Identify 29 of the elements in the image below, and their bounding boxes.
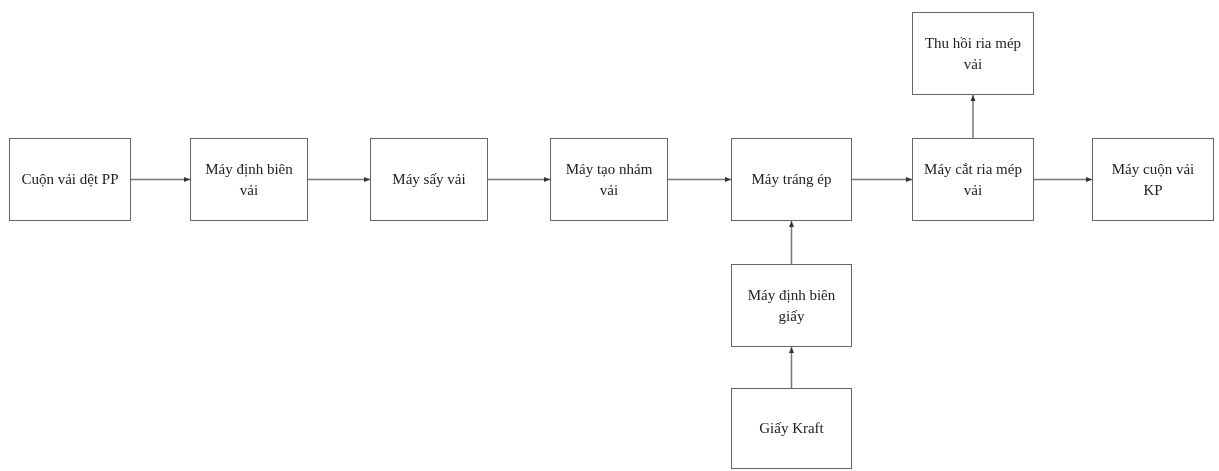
process-box xyxy=(550,138,668,221)
process-box xyxy=(731,388,852,469)
process-box xyxy=(731,138,852,221)
arrow xyxy=(487,177,551,182)
process-box xyxy=(912,138,1034,221)
arrow xyxy=(1033,177,1093,182)
arrow xyxy=(130,177,191,182)
box-label: Máy định biên giấy xyxy=(746,285,837,326)
process-box xyxy=(9,138,131,221)
box-label: Máy cắt ria mép vải xyxy=(923,159,1023,200)
process-box xyxy=(1092,138,1214,221)
arrow xyxy=(789,346,794,389)
box-label: Máy tráng ép xyxy=(751,170,832,189)
box-label: Máy tạo nhám vải xyxy=(564,159,654,200)
box-label: Thu hồi ria mép vải xyxy=(923,33,1023,74)
process-box xyxy=(190,138,308,221)
process-box xyxy=(370,138,488,221)
process-box xyxy=(912,12,1034,95)
arrow xyxy=(970,94,976,139)
box-label: Giấy Kraft xyxy=(759,419,824,438)
box-label: Máy sấy vải xyxy=(392,170,466,189)
process-box xyxy=(731,264,852,347)
box-label: Cuộn vải dệt PP xyxy=(21,170,119,189)
box-label: Máy định biên vải xyxy=(204,159,294,200)
arrow xyxy=(789,220,794,265)
box-label: Máy cuộn vải KP xyxy=(1110,159,1196,200)
arrow xyxy=(667,177,732,182)
arrow xyxy=(851,177,913,182)
arrow xyxy=(307,177,371,182)
